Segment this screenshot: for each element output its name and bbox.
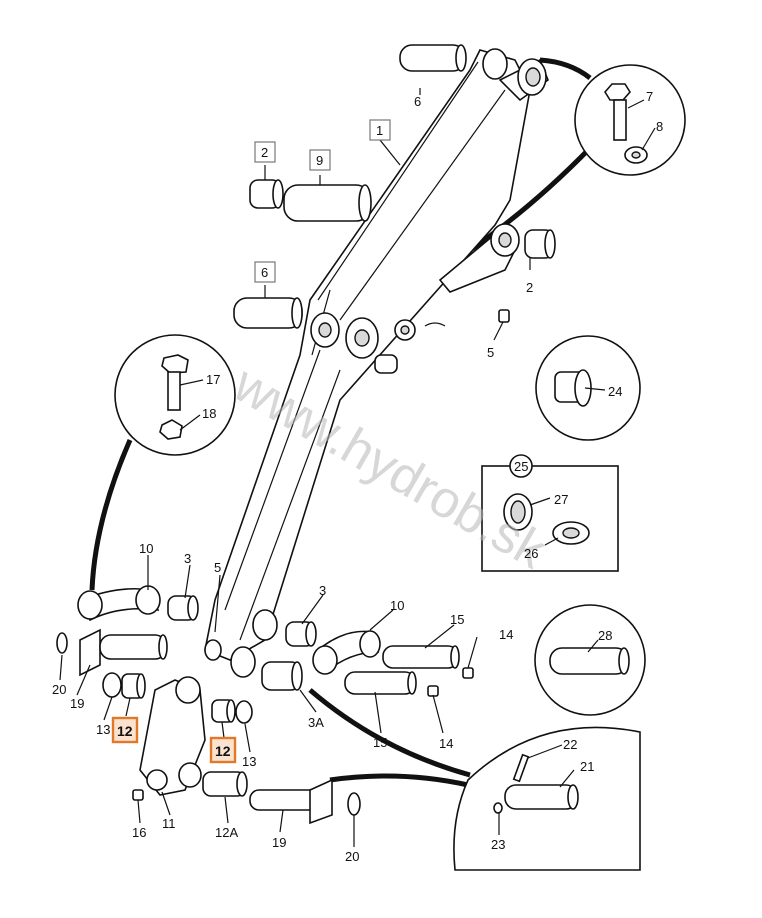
grease-nipple-14-upper [462, 667, 474, 679]
pin-6-mid [233, 297, 303, 329]
bushing-3-left [167, 595, 199, 621]
label-5: 5 [487, 345, 494, 360]
label-17: 17 [206, 372, 220, 387]
pin-9 [283, 184, 372, 222]
label-3: 3 [184, 551, 191, 566]
part-labels: 1 2 9 6 6 2 5 7 8 17 18 24 25 27 26 28 2… [52, 89, 663, 864]
label-8: 8 [656, 119, 663, 134]
label-12-highlight: 12 [117, 723, 133, 739]
label-14: 14 [499, 627, 513, 642]
connector-line [308, 688, 471, 778]
label-box [309, 149, 331, 171]
bushing-12A [202, 771, 248, 797]
label-24: 24 [608, 384, 622, 399]
label-19: 19 [70, 696, 84, 711]
bushings-12-13-right [211, 699, 253, 724]
label-2: 2 [261, 145, 268, 160]
bushing-3-right [285, 621, 317, 647]
bushing-2-left [249, 179, 284, 209]
connector-line [329, 773, 469, 788]
label-20: 20 [345, 849, 359, 864]
plate-pin-19-left [79, 628, 168, 677]
label-26: 26 [524, 546, 538, 561]
label-12A: 12A [215, 825, 238, 840]
detail-circle-pin-21-22-23 [453, 726, 641, 871]
highlight-box [209, 736, 237, 764]
link-10-left [77, 585, 161, 622]
label-14: 14 [439, 736, 453, 751]
small-bushings [374, 319, 446, 374]
label-3A: 3A [308, 715, 324, 730]
bushing-3A [261, 661, 303, 691]
label-15: 15 [373, 735, 387, 750]
label-21: 21 [580, 759, 594, 774]
connector-line [539, 57, 592, 80]
pin-15-lower [344, 671, 417, 695]
label-10: 10 [390, 598, 404, 613]
clip-20-bottom [347, 792, 361, 816]
label-13: 13 [242, 754, 256, 769]
label-18: 18 [202, 406, 216, 421]
pin-15-upper [382, 645, 460, 669]
connector-line [89, 438, 133, 591]
label-5: 5 [214, 560, 221, 575]
highlight-box [111, 716, 139, 744]
bucket-link-11 [139, 676, 206, 796]
label-6: 6 [414, 94, 421, 109]
label-28: 28 [598, 628, 612, 643]
label-20: 20 [52, 682, 66, 697]
detail-circle-bolt-nut-17-18 [114, 334, 236, 456]
boom-arm [204, 48, 549, 678]
label-13: 13 [96, 722, 110, 737]
label-10: 10 [139, 541, 153, 556]
label-16: 16 [132, 825, 146, 840]
label-box [254, 141, 276, 163]
clip-20-left [56, 632, 68, 654]
label-9: 9 [316, 153, 323, 168]
label-19: 19 [272, 835, 286, 850]
label-7: 7 [646, 89, 653, 104]
grease-nipple-5-top [498, 309, 510, 323]
kit-box-25 [481, 465, 619, 572]
label-box [254, 261, 276, 283]
detail-circle-pin-28 [534, 604, 646, 716]
pin-6-top [399, 44, 467, 72]
label-1: 1 [376, 123, 383, 138]
label-3: 3 [319, 583, 326, 598]
label-circle [509, 454, 533, 478]
label-22: 22 [563, 737, 577, 752]
label-2: 2 [526, 280, 533, 295]
detail-circle-bolt-nut-7-8 [574, 64, 686, 176]
label-6: 6 [261, 265, 268, 280]
link-10-right [312, 630, 381, 675]
label-12-highlight: 12 [215, 743, 231, 759]
grease-nipple-16 [132, 789, 144, 801]
bushings-12-13-left [102, 672, 146, 699]
label-11: 11 [162, 816, 176, 831]
label-27: 27 [554, 492, 568, 507]
grease-nipple-14-lower [427, 685, 439, 697]
label-box [369, 119, 391, 141]
bushing-2-right [524, 229, 556, 259]
label-23: 23 [491, 837, 505, 852]
pin-19-bottom [249, 778, 333, 825]
label-25: 25 [514, 459, 528, 474]
leader-lines [59, 88, 656, 847]
label-15: 15 [450, 612, 464, 627]
